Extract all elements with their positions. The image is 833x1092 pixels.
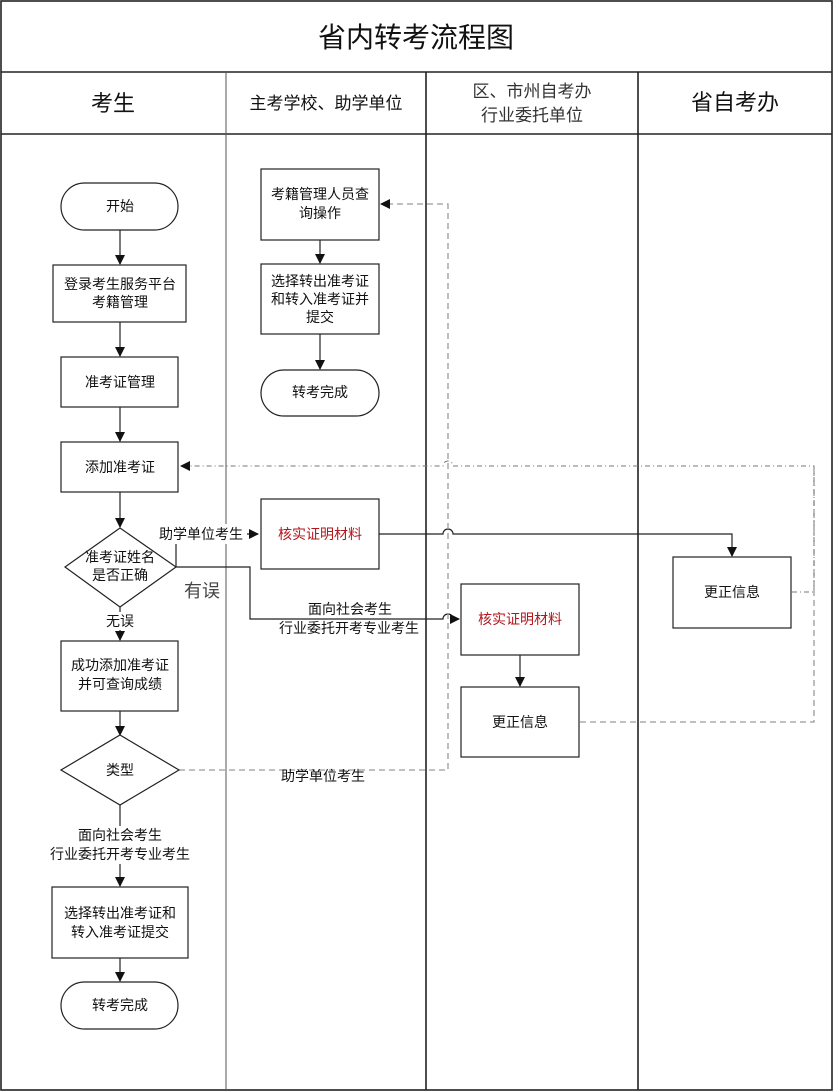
node-label-line2: 考籍管理: [92, 294, 148, 311]
node-name-check-decision[interactable]: 准考证姓名 是否正确: [63, 527, 178, 608]
edge-correct-province-add-ticket: [180, 460, 815, 593]
node-label-line2: 和转入准考证并: [271, 292, 369, 308]
node-verify-school[interactable]: 核实证明材料: [260, 498, 380, 570]
node-label: 类型: [106, 763, 134, 779]
node-label: 核实证明材料: [278, 527, 362, 543]
node-label-line2: 并可查询成绩: [78, 677, 162, 693]
node-label-line1: 准考证姓名: [85, 550, 155, 566]
lane-label: 考生: [91, 92, 135, 117]
node-done-candidate[interactable]: 转考完成: [60, 981, 179, 1030]
node-label-line1: 登录考生服务平台: [64, 277, 176, 293]
node-label: 转考完成: [292, 385, 348, 401]
node-label-line2: 是否正确: [92, 568, 148, 584]
node-label: 更正信息: [492, 714, 548, 731]
connectors: [115, 199, 815, 982]
edge-type-registry-query: [179, 199, 449, 771]
node-label: 核实证明材料: [478, 612, 562, 628]
edge-label-no-error: 无误: [106, 614, 134, 630]
node-select-submit-school[interactable]: 选择转出准考证 和转入准考证并 提交: [260, 263, 380, 335]
edge-label-type-social-line2: 行业委托开考专业考生: [50, 847, 190, 863]
label-bg: [155, 524, 247, 544]
node-label: 更正信息: [704, 584, 760, 601]
edge-label-has-error: 有误: [184, 581, 220, 602]
node-label: 开始: [106, 199, 134, 215]
lane-label: 省自考办: [691, 91, 779, 116]
edge-label-assisted-unit: 助学单位考生: [159, 527, 243, 543]
node-correct-province[interactable]: 更正信息: [672, 556, 792, 629]
node-label: 转考完成: [92, 998, 148, 1014]
node-ticket-management[interactable]: 准考证管理: [60, 356, 179, 408]
node-label-line2: 转入准考证提交: [71, 924, 169, 941]
node-type-decision[interactable]: 类型: [59, 734, 181, 806]
node-label-line2: 询操作: [299, 206, 341, 222]
edge-namecheck-verify-district: [176, 566, 460, 624]
node-add-success[interactable]: 成功添加准考证 并可查询成绩: [60, 640, 179, 712]
lane-header-province: 省自考办: [691, 91, 779, 116]
node-add-ticket[interactable]: 添加准考证: [60, 441, 179, 493]
edge-verify-school-correct-province: [379, 528, 737, 557]
edge-label-social-line1: 面向社会考生: [308, 602, 392, 618]
edge-label-type-social-line1: 面向社会考生: [78, 828, 162, 844]
lane-header-school: 主考学校、助学单位: [250, 94, 403, 114]
lane-header-candidate: 考生: [91, 92, 135, 117]
node-verify-district[interactable]: 核实证明材料: [460, 583, 580, 656]
node-label-line1: 考籍管理人员查: [271, 186, 369, 203]
diagram-title: 省内转考流程图: [318, 21, 514, 54]
label-bg: [100, 612, 140, 630]
edge-label-assisted-unit-2: 助学单位考生: [281, 769, 365, 785]
node-done-school[interactable]: 转考完成: [260, 369, 380, 417]
node-label-line3: 提交: [306, 309, 334, 326]
lane-label-line2: 行业委托单位: [481, 106, 583, 126]
lane-header-district: 区、市州自考办 行业委托单位: [473, 82, 592, 126]
node-select-submit-candidate[interactable]: 选择转出准考证和 转入准考证提交: [51, 886, 189, 959]
node-login[interactable]: 登录考生服务平台 考籍管理: [52, 264, 187, 323]
node-label-line1: 选择转出准考证和: [64, 906, 176, 922]
label-bg: [272, 620, 424, 637]
nodes: 开始 登录考生服务平台 考籍管理 准考证管理 添加准考证 准考证姓名 是否正确: [51, 168, 792, 1030]
edge-label-social-line2: 行业委托开考专业考生: [279, 621, 419, 637]
node-label-line1: 成功添加准考证: [71, 658, 169, 674]
node-label: 准考证管理: [85, 375, 155, 391]
edge-labels: 无误 有误 助学单位考生 面向社会考生 行业委托开考专业考生 助学单位考生 面向…: [40, 524, 424, 864]
lane-label: 主考学校、助学单位: [250, 94, 403, 114]
node-correct-district[interactable]: 更正信息: [460, 686, 580, 758]
node-start[interactable]: 开始: [60, 182, 179, 231]
lane-label-line1: 区、市州自考办: [473, 82, 592, 102]
node-registry-query[interactable]: 考籍管理人员查 询操作: [260, 168, 380, 241]
node-label: 添加准考证: [85, 460, 155, 476]
label-bg: [40, 826, 200, 864]
node-label-line1: 选择转出准考证: [271, 274, 369, 290]
